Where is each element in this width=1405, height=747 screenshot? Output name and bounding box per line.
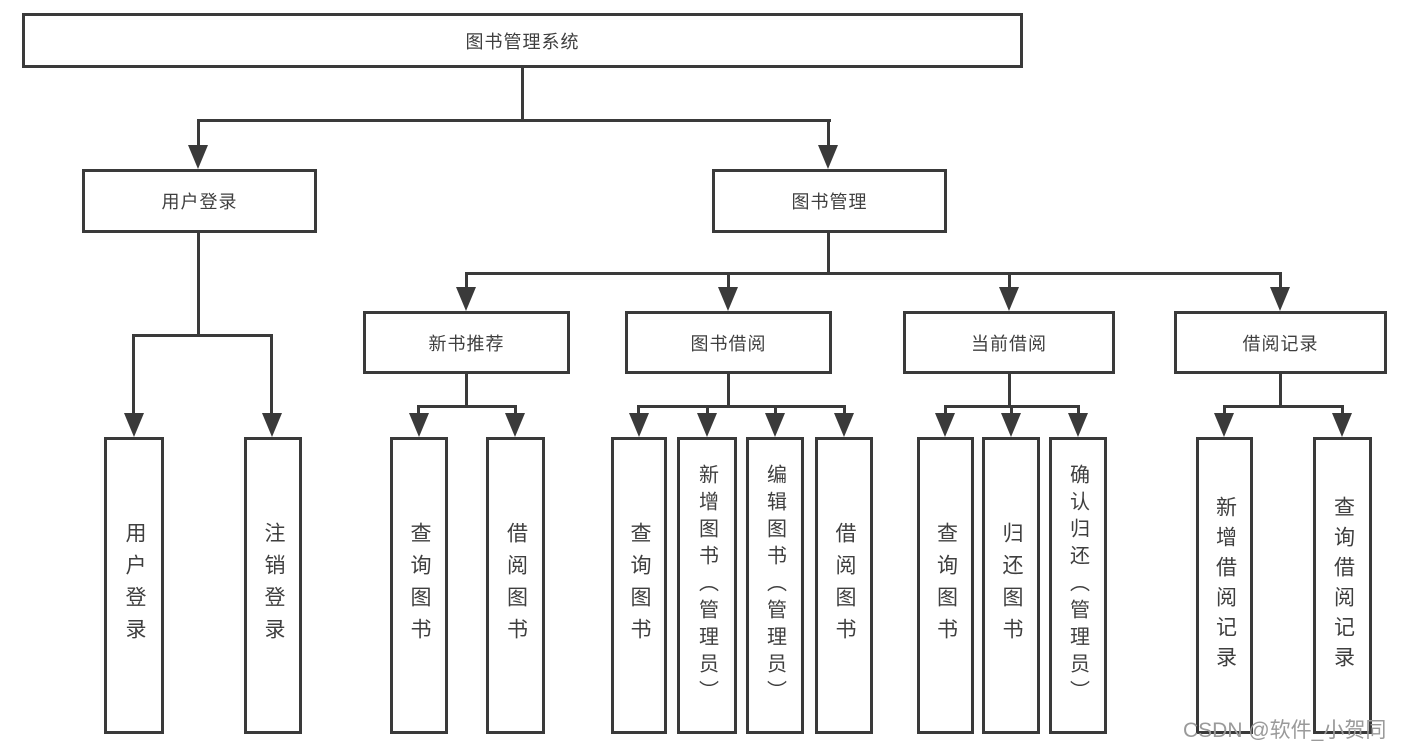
connector-line bbox=[514, 405, 517, 414]
connector-line bbox=[1279, 272, 1282, 289]
leaf-records-add-record: 新增借阅记录 bbox=[1196, 437, 1253, 734]
arrow-down-icon bbox=[1001, 413, 1021, 437]
watermark: CSDN @软件_小贺同学 bbox=[1183, 719, 1387, 742]
connector-line bbox=[944, 405, 947, 414]
connector-line bbox=[1279, 374, 1282, 407]
connector-line bbox=[827, 119, 830, 148]
connector-line bbox=[417, 405, 517, 408]
arrow-down-icon bbox=[935, 413, 955, 437]
leaf-logout: 注销登录 bbox=[244, 437, 302, 734]
connector-line bbox=[727, 272, 730, 289]
connector-line bbox=[270, 334, 273, 414]
connector-line bbox=[197, 233, 200, 336]
arrow-down-icon bbox=[505, 413, 525, 437]
leaf-borrow-add-books-admin: 新增图书（管理员） bbox=[677, 437, 737, 734]
leaf-current-confirm-return-admin: 确认归还（管理员） bbox=[1049, 437, 1107, 734]
connector-line bbox=[1010, 405, 1013, 414]
arrow-down-icon bbox=[697, 413, 717, 437]
connector-line bbox=[1341, 405, 1344, 414]
connector-line bbox=[727, 374, 730, 407]
connector-line bbox=[1223, 405, 1344, 408]
leaf-borrow-borrow-books: 借阅图书 bbox=[815, 437, 873, 734]
connector-line bbox=[132, 334, 273, 337]
arrow-down-icon bbox=[409, 413, 429, 437]
connector-line bbox=[417, 405, 420, 414]
connector-line bbox=[706, 405, 709, 414]
node-current-borrowing: 当前借阅 bbox=[903, 311, 1115, 374]
connector-line bbox=[521, 66, 524, 121]
arrow-down-icon bbox=[1214, 413, 1234, 437]
node-book-management: 图书管理 bbox=[712, 169, 947, 233]
leaf-borrow-edit-books-admin: 编辑图书（管理员） bbox=[746, 437, 804, 734]
arrow-down-icon bbox=[456, 287, 476, 311]
node-book-borrowing: 图书借阅 bbox=[625, 311, 832, 374]
leaf-rec-query-books: 查询图书 bbox=[390, 437, 448, 734]
connector-line bbox=[465, 272, 468, 289]
connector-line bbox=[637, 405, 846, 408]
connector-line bbox=[132, 334, 135, 414]
arrow-down-icon bbox=[718, 287, 738, 311]
connector-line bbox=[843, 405, 846, 414]
arrow-down-icon bbox=[124, 413, 144, 437]
arrow-down-icon bbox=[1068, 413, 1088, 437]
connector-line bbox=[1223, 405, 1226, 414]
arrow-down-icon bbox=[999, 287, 1019, 311]
connector-line bbox=[774, 405, 777, 414]
arrow-down-icon bbox=[262, 413, 282, 437]
leaf-user-login: 用户登录 bbox=[104, 437, 164, 734]
leaf-records-query-record: 查询借阅记录 bbox=[1313, 437, 1372, 734]
connector-line bbox=[197, 119, 831, 122]
node-root: 图书管理系统 bbox=[22, 13, 1023, 68]
leaf-borrow-query-books: 查询图书 bbox=[611, 437, 667, 734]
connector-line bbox=[1008, 374, 1011, 407]
arrow-down-icon bbox=[1270, 287, 1290, 311]
connector-line bbox=[465, 374, 468, 407]
connector-line bbox=[1008, 272, 1011, 289]
arrow-down-icon bbox=[188, 145, 208, 169]
connector-line bbox=[197, 119, 200, 148]
leaf-current-return-books: 归还图书 bbox=[982, 437, 1040, 734]
connector-line bbox=[637, 405, 640, 414]
node-new-book-recommend: 新书推荐 bbox=[363, 311, 570, 374]
node-user-login: 用户登录 bbox=[82, 169, 317, 233]
arrow-down-icon bbox=[629, 413, 649, 437]
arrow-down-icon bbox=[765, 413, 785, 437]
connector-line bbox=[1077, 405, 1080, 414]
connector-line bbox=[465, 272, 1282, 275]
leaf-rec-borrow-books: 借阅图书 bbox=[486, 437, 545, 734]
node-borrowing-records: 借阅记录 bbox=[1174, 311, 1387, 374]
leaf-current-query-books: 查询图书 bbox=[917, 437, 974, 734]
connector-line bbox=[827, 233, 830, 274]
arrow-down-icon bbox=[1332, 413, 1352, 437]
arrow-down-icon bbox=[834, 413, 854, 437]
arrow-down-icon bbox=[818, 145, 838, 169]
